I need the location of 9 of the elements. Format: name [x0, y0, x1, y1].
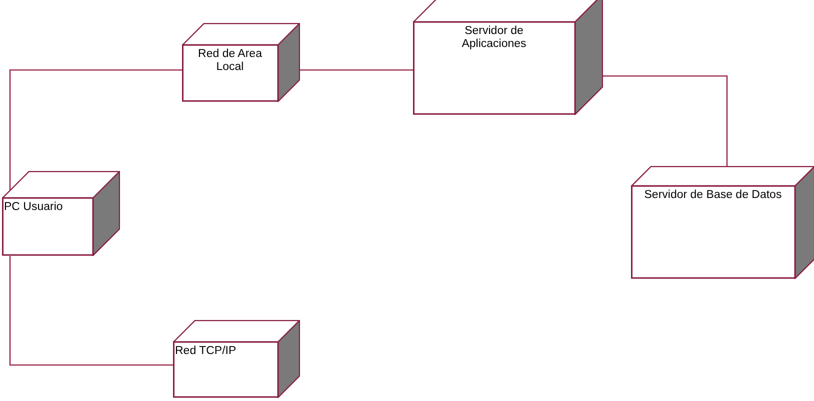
connector-line — [300, 69, 413, 71]
node-label: Servidor de Base de Datos — [643, 189, 783, 202]
node-label: Red de Area Local — [197, 48, 263, 74]
connector-line — [9, 69, 182, 190]
connector-line — [9, 256, 173, 366]
node-label: PC Usuario — [4, 201, 64, 214]
node-label: Red TCP/IP — [175, 345, 238, 358]
connector-line — [603, 75, 728, 166]
node-label: Servidor de Aplicaciones — [460, 25, 528, 51]
